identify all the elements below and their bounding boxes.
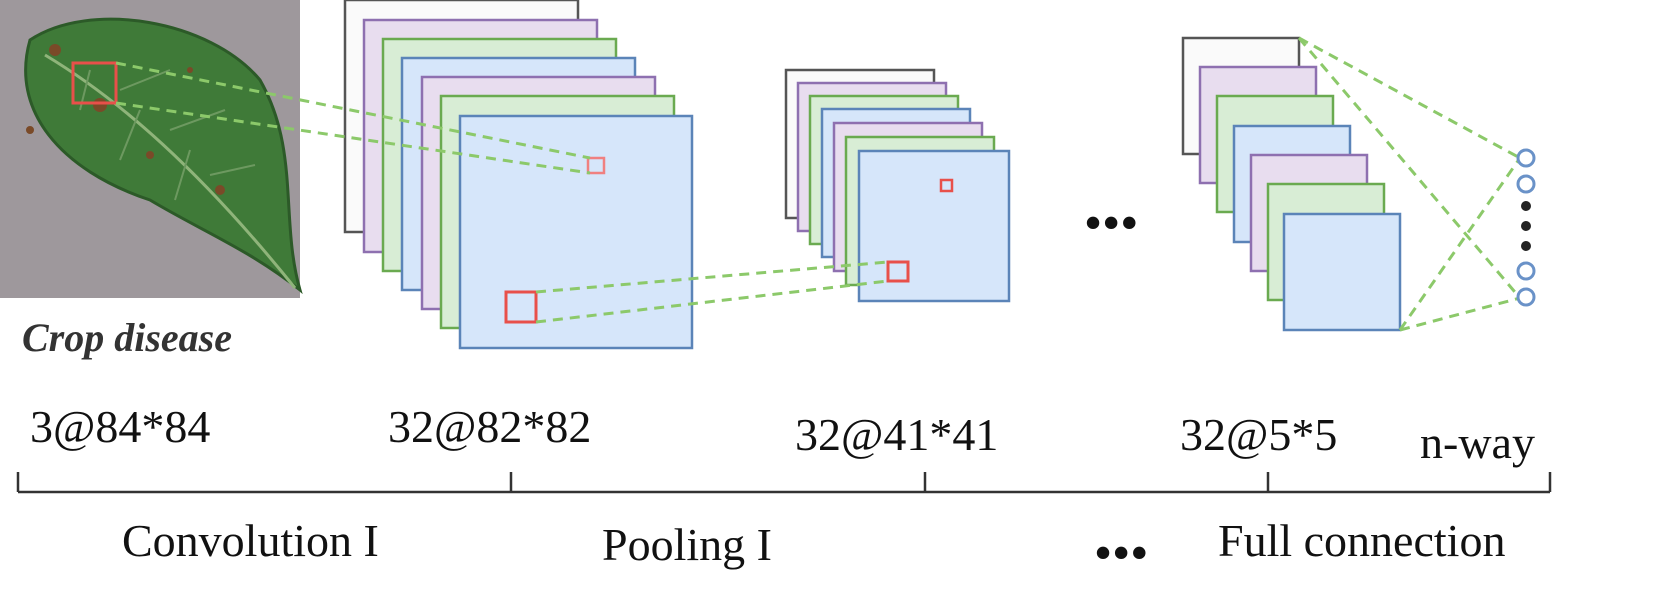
output-nodes (1516, 148, 1536, 307)
pool1-feature-maps (784, 68, 1011, 303)
stage-label-convolution: Convolution I (122, 515, 379, 566)
full-connection-lines (1297, 36, 1522, 332)
pool1-dims-label: 32@41*41 (795, 409, 999, 460)
output-node (1516, 148, 1536, 168)
output-node (1516, 261, 1536, 281)
output-dot (1521, 201, 1531, 211)
stage-label-full-connection: Full connection (1218, 515, 1506, 566)
stage-label-pooling: Pooling I (602, 519, 772, 570)
layers-ellipsis: ••• (1085, 197, 1140, 248)
stage-bracket (16, 472, 1552, 494)
output-node (1516, 174, 1536, 194)
input-dims-label: 3@84*84 (30, 401, 211, 452)
output-node (1516, 287, 1536, 307)
output-dot (1521, 221, 1531, 231)
output-dot (1521, 241, 1531, 251)
conv1-dims-label: 32@82*82 (388, 401, 592, 452)
output-dims-label: n-way (1420, 417, 1535, 468)
leaf-image (0, 0, 303, 298)
input-caption: Crop disease (22, 315, 232, 360)
stages-ellipsis: ••• (1095, 527, 1150, 578)
receptive-field-connectors (115, 61, 889, 324)
input-receptive-field (71, 61, 118, 105)
final-dims-label: 32@5*5 (1180, 409, 1338, 460)
final-feature-maps (1181, 36, 1402, 332)
conv1-feature-maps (343, 0, 694, 350)
